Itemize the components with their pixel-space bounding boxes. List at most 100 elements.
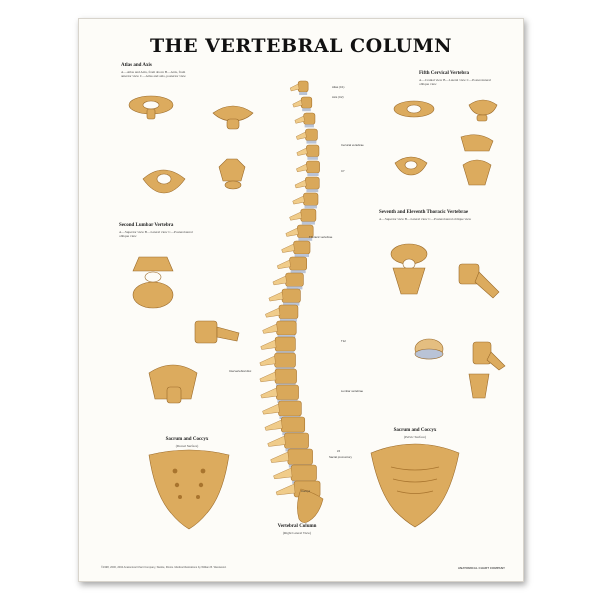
spinous-process [270,451,290,463]
sacrum-dorsal-illustration [148,449,230,530]
section-lumbar-caption: A—Superior view B—Lateral view C—Postero… [119,230,193,238]
spinous-process [262,323,278,334]
spinous-process [275,483,296,496]
label-c7: C7 [341,169,345,173]
spinous-process [264,419,283,431]
intervertebral-disc [304,124,314,128]
spinous-process [276,259,291,269]
anatomy-poster: THE VERTEBRAL COLUMN Atlas and Axis A—At… [78,18,524,582]
intervertebral-disc [294,254,310,257]
poster-title: THE VERTEBRAL COLUMN [149,35,452,57]
section-sacrum-pelvic-caption: (Pelvic Surface) [404,435,426,439]
fifth-cervical-illustrations [393,99,498,186]
section-lumbar-title: Second Lumbar Vertebra [119,223,174,228]
spinous-process [289,83,300,92]
vertebra [278,304,299,320]
label-cervical: Cervical vertebrae [341,143,364,147]
vertebra [285,272,304,287]
spinous-process [292,99,303,108]
spinous-process [281,243,295,253]
vertebra [303,192,319,206]
intervertebral-disc [279,318,297,322]
label-axis: Axis (C2) [332,95,344,99]
vertebra [306,144,320,158]
intervertebral-disc [298,237,313,241]
label-atlas: Atlas (C1) [332,85,345,89]
label-l5: L5 [337,449,341,453]
intervertebral-disc [283,302,300,306]
section-thoracic-title: Seventh and Eleventh Thoracic Vertebrae [379,210,469,215]
section-fifth-cervical-caption: A—Cranial view B—Lateral view C—Posterol… [419,78,491,86]
spinous-process [273,467,293,480]
intervertebral-disc [286,286,303,290]
spinous-process [296,163,308,173]
intervertebral-disc [307,173,319,176]
vertebra [274,368,297,384]
footer-copyright: ©1998, 2000, 2004 Anatomical Chart Compa… [101,566,227,569]
sacrum-pelvic-illustration [370,443,460,528]
spinous-process [259,355,276,366]
spinous-process [260,387,278,399]
vertebra [274,352,296,368]
intervertebral-disc [301,221,315,225]
vertebra [290,464,317,482]
vertebra [287,448,313,465]
vertebra [276,320,297,336]
footer-brand: ANATOMICAL CHART COMPANY [457,566,505,570]
vertebra [280,416,306,433]
intervertebral-disc [307,156,318,160]
section-sacrum-dorsal-caption: (Dorsal Surface) [175,444,199,448]
spinous-process [296,147,308,156]
spinous-process [267,435,286,447]
intervertebral-disc [290,270,306,274]
vertebra [293,240,311,255]
vertebra [305,128,318,141]
section-fifth-cervical-title: Fifth Cervical Vertebra [419,71,469,76]
intervertebral-disc [277,335,296,338]
spinous-process [262,403,280,415]
vertebra [300,208,317,222]
vertebral-column-illustration [259,80,324,523]
spinous-process [294,179,307,189]
label-thoracic: Thoracic vertebrae [309,235,333,239]
sacrum [297,488,324,523]
vertebra [274,336,296,352]
label-sacral-promontory: Sacral promontory [329,455,352,459]
spinous-process [292,195,305,205]
intervertebral-disc [299,92,308,95]
thoracic-illustrations [390,243,506,399]
vertebra [281,288,301,303]
vertebra [303,112,316,125]
section-column-caption: (Right Lateral View) [282,531,312,535]
section-atlas-axis-caption: A—Atlas and Axis, from above B—Axis, fro… [121,70,186,78]
section-sacrum-pelvic-title: Sacrum and Coccyx [393,428,437,433]
atlas-axis-illustrations [128,95,254,194]
vertebra [284,432,309,449]
intervertebral-disc [306,189,319,193]
spinous-process [259,371,277,383]
spinous-process [294,115,305,124]
lumbar-illustrations [132,256,240,404]
vertebra [305,176,320,190]
spinous-process [272,275,287,286]
intervertebral-disc [302,108,311,112]
label-lumbar: Lumbar vertebrae [341,389,364,393]
section-sacrum-dorsal-title: Sacrum and Coccyx [165,437,209,442]
label-coccyx: Coccyx [301,489,311,493]
spinous-process [289,211,303,221]
spinous-process [265,307,281,318]
vertebra [278,400,302,417]
vertebra [306,160,320,174]
vertebra [276,384,299,401]
section-atlas-axis-title: Atlas and Axis [121,63,152,68]
vertebra [300,96,313,109]
intervertebral-disc [306,140,317,144]
vertebra [289,256,307,271]
label-t12: T12 [341,339,346,343]
vertebra [297,80,309,93]
intervertebral-disc [304,205,317,209]
spinous-process [296,131,307,140]
spinous-process [285,227,299,237]
spinous-process [260,339,277,350]
section-thoracic-caption: A—Superior view B—Lateral view C—Postero… [379,217,472,221]
